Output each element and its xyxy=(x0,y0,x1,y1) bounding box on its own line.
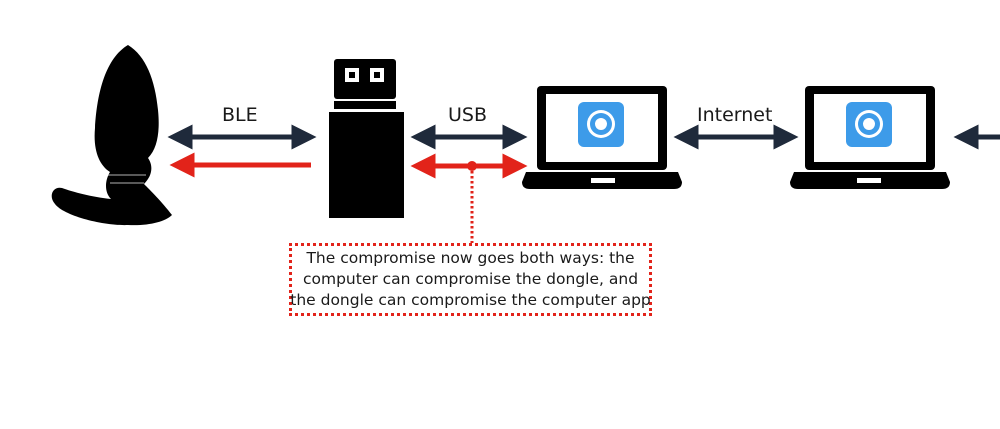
laptop-icon xyxy=(790,86,950,189)
callout-line: computer can compromise the dongle, and xyxy=(302,270,639,288)
callout-anchor xyxy=(467,161,477,171)
internet-label: Internet xyxy=(697,104,773,126)
callout-line: The compromise now goes both ways: the xyxy=(306,249,635,267)
toy-device-icon xyxy=(51,45,172,226)
ble-label: BLE xyxy=(222,104,258,126)
compromise-callout: The compromise now goes both ways: the c… xyxy=(289,243,652,316)
usb-label: USB xyxy=(448,104,488,126)
laptop-icon xyxy=(522,86,682,189)
usb-dongle-icon xyxy=(329,59,404,218)
camera-app-icon xyxy=(578,102,624,147)
camera-app-icon xyxy=(846,102,892,147)
callout-line: the dongle can compromise the computer a… xyxy=(290,291,651,309)
